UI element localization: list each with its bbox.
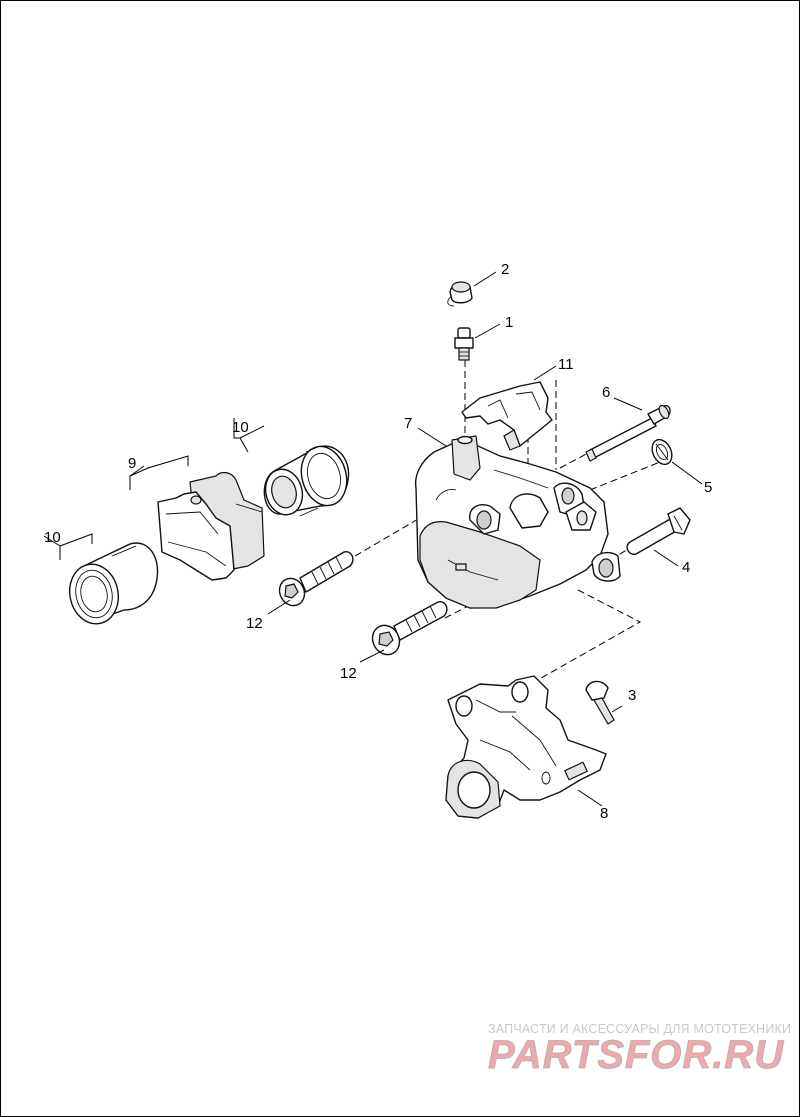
callout-9: 9 bbox=[128, 455, 136, 472]
callout-5: 5 bbox=[704, 479, 712, 496]
part-9-brake-pads bbox=[157, 471, 265, 581]
callout-12-lower: 12 bbox=[340, 665, 357, 682]
callout-11: 11 bbox=[558, 356, 574, 373]
part-12-screw-upper bbox=[278, 551, 354, 607]
leader-lines bbox=[43, 271, 703, 807]
part-2-bleeder-cap bbox=[447, 281, 473, 307]
callout-7: 7 bbox=[404, 415, 412, 432]
part-10-piston-upper bbox=[263, 445, 350, 517]
callout-12-upper: 12 bbox=[246, 615, 263, 632]
part-1-bleeder-valve bbox=[454, 327, 474, 361]
callout-2: 2 bbox=[501, 261, 509, 278]
part-12-screw-lower bbox=[371, 601, 448, 656]
part-3-bumper-pin bbox=[585, 680, 615, 725]
part-10-piston-lower bbox=[69, 542, 159, 625]
callout-3: 3 bbox=[628, 687, 636, 704]
callout-10-lower: 10 bbox=[44, 529, 61, 546]
callout-6: 6 bbox=[602, 384, 610, 401]
callout-labels: 2 1 11 6 5 4 7 3 8 9 10 10 12 12 bbox=[44, 261, 712, 822]
watermark-logo: PARTSFOR.RU bbox=[488, 1033, 784, 1076]
callout-4: 4 bbox=[682, 559, 690, 576]
part-5-retaining-clip bbox=[651, 438, 673, 466]
part-11-pad-spring bbox=[461, 381, 553, 451]
watermark-logo-text: PARTSFOR.RU bbox=[488, 1033, 784, 1076]
callout-10-upper: 10 bbox=[232, 419, 249, 436]
part-4-mounting-bolt bbox=[626, 507, 691, 555]
part-6-pad-pin bbox=[585, 404, 671, 462]
part-7-caliper-housing bbox=[414, 435, 621, 609]
part-8-mounting-bracket bbox=[445, 675, 607, 819]
callout-8: 8 bbox=[600, 805, 608, 822]
watermark-caption: ЗАПЧАСТИ И АКСЕССУАРЫ ДЛЯ МОТОТЕХНИКИ bbox=[488, 1022, 792, 1036]
callout-1: 1 bbox=[505, 314, 513, 331]
